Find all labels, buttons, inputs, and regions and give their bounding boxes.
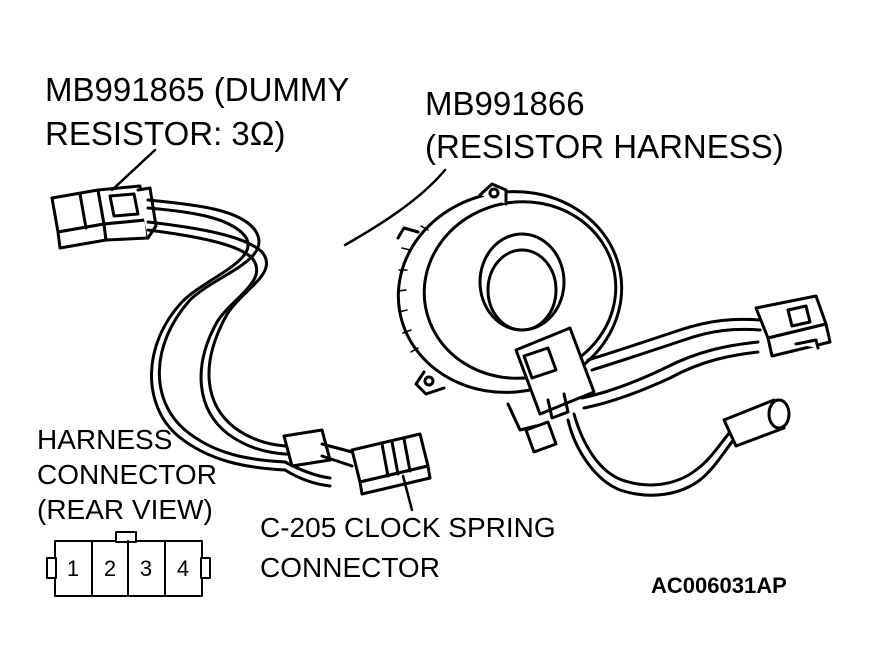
harness-connector-label-line2: CONNECTOR [37,459,217,490]
harness-connector-label-line3: (REAR VIEW) [37,494,213,525]
connector-pin-1: 1 [67,556,79,581]
harness-connector-rear-view [46,531,211,597]
clock-spring-leader [401,474,414,512]
ground-terminal [722,398,791,448]
resistor-harness-label-line2: (RESISTOR HARNESS) [425,128,784,165]
connector-pin-2: 2 [104,556,116,581]
dummy-resistor-label-line2: RESISTOR: 3Ω) [45,115,286,152]
resistor-harness-leader [343,168,447,247]
dummy-resistor-leader [110,148,157,192]
clock-spring-harness [566,317,762,497]
dummy-resistor-connector [50,184,158,250]
harness-connector-label-line1: HARNESS [37,424,173,455]
connector-pin-4: 4 [177,556,189,581]
connector-pin-3: 3 [140,556,152,581]
figure-code: AC006031AP [651,573,787,598]
clock-spring-body [396,182,624,454]
clock-spring-label-line1: C-205 CLOCK SPRING [260,512,556,543]
resistor-harness-wires [146,198,332,488]
resistor-harness-label-line1: MB991866 [425,85,585,122]
dummy-resistor-label-line1: MB991865 (DUMMY [45,71,350,108]
clock-spring-label-line2: CONNECTOR [260,552,440,583]
clock-spring-connector [282,428,432,496]
horn-connector [754,294,832,358]
